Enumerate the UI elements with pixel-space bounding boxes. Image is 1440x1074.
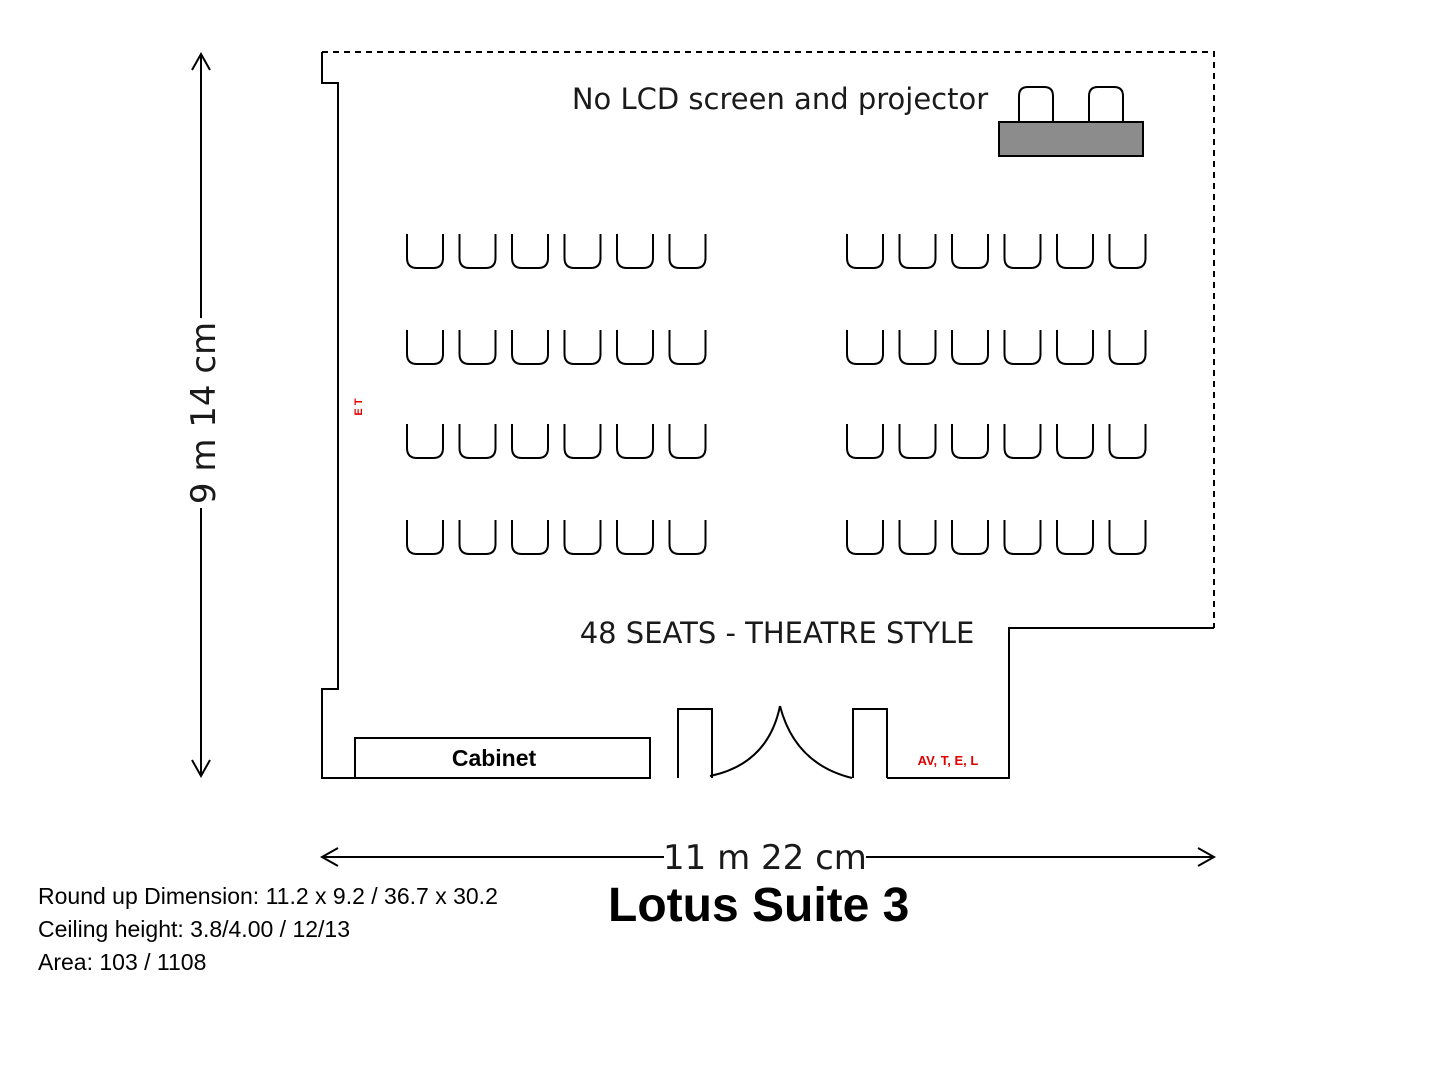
seat	[668, 520, 707, 555]
seat	[458, 330, 497, 365]
seat	[951, 330, 989, 365]
head-table-top	[998, 121, 1144, 157]
seat	[563, 330, 602, 365]
seat	[1108, 330, 1147, 365]
room-walls	[321, 52, 1214, 779]
room-title: Lotus Suite 3	[608, 879, 910, 932]
height-dimension-label: 9 m 14 cm	[184, 322, 224, 504]
head-chair	[1088, 86, 1124, 122]
seat	[511, 520, 549, 555]
seat	[406, 424, 444, 459]
seat	[1108, 424, 1147, 459]
seat	[951, 520, 989, 555]
seating-area	[406, 234, 1147, 555]
seat	[511, 234, 549, 269]
seat	[406, 520, 444, 555]
height-dimension-arrow	[191, 51, 211, 779]
seat	[951, 234, 989, 269]
seat	[616, 424, 654, 459]
seat	[668, 330, 707, 365]
seat	[563, 520, 602, 555]
room-info: Round up Dimension: 11.2 x 9.2 / 36.7 x …	[38, 880, 498, 979]
seat	[1003, 330, 1042, 365]
seat	[511, 424, 549, 459]
seat	[668, 424, 707, 459]
seat	[951, 424, 989, 459]
seating-label: 48 SEATS - THEATRE STYLE	[580, 616, 975, 650]
seat	[1108, 234, 1147, 269]
seat	[846, 520, 884, 555]
seat	[898, 234, 937, 269]
cabinet	[354, 737, 651, 779]
seat	[898, 520, 937, 555]
seat	[406, 234, 444, 269]
seat	[406, 330, 444, 365]
entrance-door	[677, 705, 888, 779]
seat	[1003, 234, 1042, 269]
seat	[898, 424, 937, 459]
seat	[1003, 520, 1042, 555]
seat	[1056, 424, 1094, 459]
seat	[616, 330, 654, 365]
seat	[846, 330, 884, 365]
head-table	[998, 86, 1144, 157]
ceiling-height: Ceiling height: 3.8/4.00 / 12/13	[38, 916, 351, 942]
seat	[458, 424, 497, 459]
seat	[898, 330, 937, 365]
seat	[616, 520, 654, 555]
seat	[1056, 520, 1094, 555]
seat	[1108, 520, 1147, 555]
seat	[1056, 234, 1094, 269]
wall-socket-label: E T	[353, 398, 365, 415]
seat	[668, 234, 707, 269]
seat	[846, 424, 884, 459]
seat	[563, 424, 602, 459]
open-wall-dashed	[322, 51, 1215, 628]
seat	[458, 520, 497, 555]
cabinet-label: Cabinet	[452, 745, 537, 771]
width-dimension-arrow	[319, 847, 1217, 867]
door-socket-label: AV, T, E, L	[918, 753, 979, 768]
seat	[1003, 424, 1042, 459]
round-up-dimension: Round up Dimension: 11.2 x 9.2 / 36.7 x …	[38, 883, 498, 909]
head-chair	[1018, 86, 1054, 122]
seat	[563, 234, 602, 269]
area: Area: 103 / 1108	[38, 949, 207, 975]
av-note: No LCD screen and projector	[572, 82, 988, 116]
seat	[616, 234, 654, 269]
seat	[846, 234, 884, 269]
seat	[458, 234, 497, 269]
seat	[1056, 330, 1094, 365]
seat	[511, 330, 549, 365]
width-dimension-label: 11 m 22 cm	[663, 838, 867, 878]
